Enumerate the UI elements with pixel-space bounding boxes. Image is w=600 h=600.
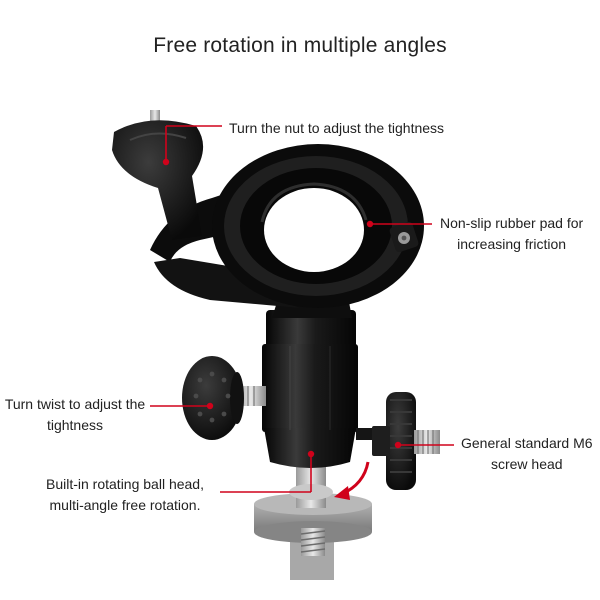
callout-rubber-pad-line-2: increasing friction	[457, 236, 567, 252]
page-title: Free rotation in multiple angles	[153, 34, 447, 57]
callout-ball-head-line-2: multi-angle free rotation.	[49, 497, 201, 513]
rotation-arrow	[334, 461, 370, 500]
callout-nut: Turn the nut to adjust the tightness	[229, 118, 444, 139]
callout-ball-head-line-1: Built-in rotating ball head,	[46, 476, 204, 492]
callout-m6-screw-line-1: General standard M6	[461, 435, 593, 451]
callout-m6-screw: General standard M6 screw head	[461, 433, 593, 475]
callout-ball-head: Built-in rotating ball head, multi-angle…	[30, 474, 220, 516]
twist-knob	[182, 356, 266, 440]
m6-screw-knob	[356, 392, 440, 490]
callout-m6-screw-line-2: screw head	[490, 456, 563, 472]
callout-twist-knob: Turn twist to adjust the tightness	[0, 394, 150, 436]
callout-rubber-pad-line-1: Non-slip rubber pad for	[440, 215, 584, 231]
callout-lines	[150, 125, 454, 493]
callout-twist-knob-line-1: Turn twist to adjust the	[4, 396, 146, 412]
handlebar-clamp	[150, 144, 424, 308]
callout-nut-text: Turn the nut to adjust the tightness	[229, 120, 445, 136]
callout-rubber-pad: Non-slip rubber pad for increasing frict…	[440, 213, 583, 255]
ball-head-body	[262, 310, 358, 468]
callout-twist-knob-line-2: tightness	[46, 417, 104, 433]
wing-nut	[112, 110, 204, 240]
